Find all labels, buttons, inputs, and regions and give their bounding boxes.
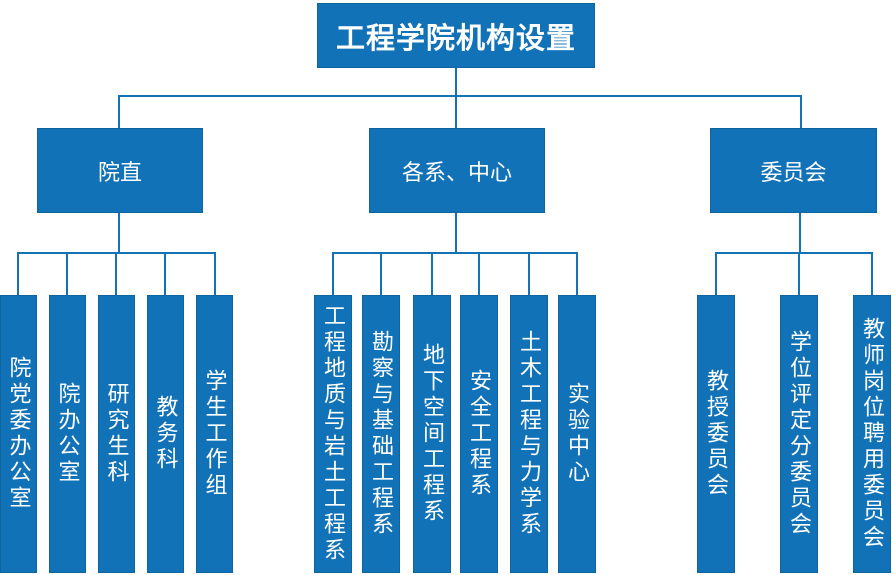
connector-group1-stem xyxy=(118,213,120,253)
org-node-college-office: 院办公室 xyxy=(49,295,86,573)
org-node-engineering-geology-geotech-dept: 工程地质与岩土工程系 xyxy=(314,295,352,573)
connector-group3-drop-1 xyxy=(715,252,717,295)
branch-node-committees: 委员会 xyxy=(710,128,877,213)
connector-group1-drop-2 xyxy=(66,252,68,295)
org-node-teacher-post-appointment-committee: 教师岗位聘用委员会 xyxy=(853,295,891,573)
connector-group2-drop-2 xyxy=(380,252,382,295)
connector-drop-branch-2 xyxy=(455,95,457,128)
connector-group2-drop-6 xyxy=(576,252,578,295)
org-node-student-work-group: 学生工作组 xyxy=(196,295,233,573)
connector-drop-branch-1 xyxy=(118,95,120,128)
connector-group1-drop-5 xyxy=(214,252,216,295)
connector-group3-stem xyxy=(799,213,801,253)
connector-group2-stem xyxy=(455,213,457,253)
connector-group1-drop-3 xyxy=(115,252,117,295)
connector-group3-bar xyxy=(715,252,873,254)
connector-group3-drop-3 xyxy=(871,252,873,295)
org-node-professors-committee: 教授委员会 xyxy=(697,295,735,573)
connector-group2-bar xyxy=(332,252,578,254)
org-node-graduate-section: 研究生科 xyxy=(98,295,135,573)
org-node-experiment-center: 实验中心 xyxy=(558,295,596,573)
connector-drop-branch-3 xyxy=(800,95,802,128)
connector-group1-drop-4 xyxy=(164,252,166,295)
org-node-survey-foundation-dept: 勘察与基础工程系 xyxy=(362,295,400,573)
connector-title-stem xyxy=(455,68,457,96)
connector-group2-drop-4 xyxy=(478,252,480,295)
org-node-degree-evaluation-subcommittee: 学位评定分委员会 xyxy=(780,295,818,573)
org-node-party-committee-office: 院党委办公室 xyxy=(0,295,37,573)
org-node-academic-affairs-section: 教务科 xyxy=(147,295,184,573)
org-node-civil-engineering-mechanics-dept: 土木工程与力学系 xyxy=(510,295,548,573)
connector-group3-drop-2 xyxy=(798,252,800,295)
org-node-safety-engineering-dept: 安全工程系 xyxy=(460,295,498,573)
branch-node-departments-centers: 各系、中心 xyxy=(369,128,545,213)
connector-group2-drop-5 xyxy=(528,252,530,295)
connector-group2-drop-1 xyxy=(332,252,334,295)
org-title-node: 工程学院机构设置 xyxy=(317,3,595,68)
connector-group1-drop-1 xyxy=(17,252,19,295)
connector-group2-drop-3 xyxy=(431,252,433,295)
branch-node-college-direct: 院直 xyxy=(37,128,203,213)
org-node-underground-space-dept: 地下空间工程系 xyxy=(413,295,451,573)
connector-top-bar xyxy=(118,95,802,97)
